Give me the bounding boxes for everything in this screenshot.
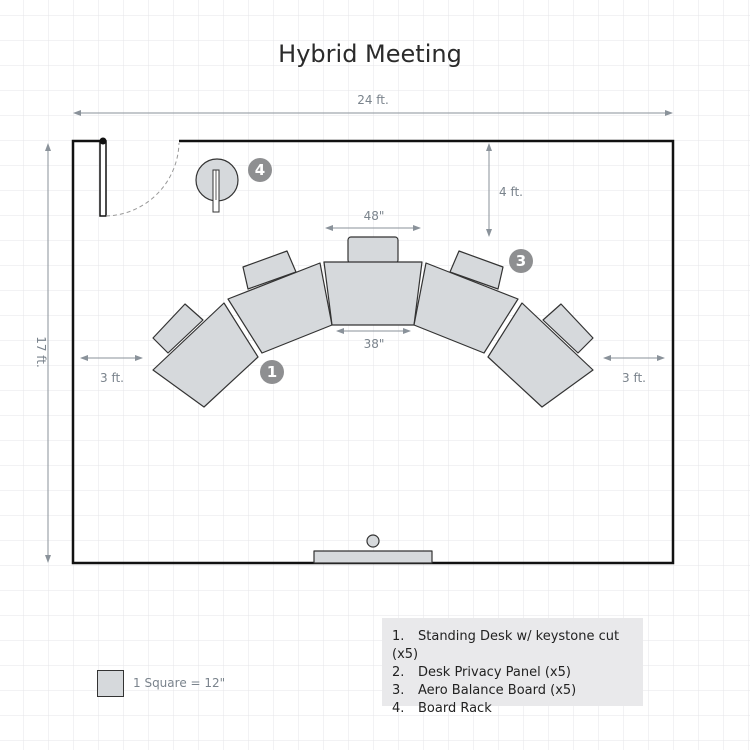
height-label: 17 ft. <box>34 336 48 368</box>
display-console <box>313 550 433 564</box>
top-clearance-label: 4 ft. <box>499 185 523 199</box>
door-swing <box>105 142 180 217</box>
scale-square <box>97 670 124 697</box>
door-hinge <box>99 137 107 145</box>
svg-text:4: 4 <box>255 161 265 179</box>
scale-label: 1 Square = 12" <box>133 676 226 690</box>
legend: 1.Standing Desk w/ keystone cut (x5) 2.D… <box>382 618 643 716</box>
right-clearance-label: 3 ft. <box>622 371 646 385</box>
legend-item: 4.Board Rack <box>392 701 492 716</box>
desk-inner-label: 38" <box>364 337 385 351</box>
legend-item: 1.Standing Desk w/ keystone cut (x5) <box>392 629 620 662</box>
width-label: 24 ft. <box>357 93 389 107</box>
legend-item: 2.Desk Privacy Panel (x5) <box>392 665 571 680</box>
legend-item: 3.Aero Balance Board (x5) <box>392 683 577 698</box>
standing-desks <box>152 261 594 408</box>
badge-3: 3 <box>509 249 533 273</box>
board-rack <box>195 158 239 213</box>
svg-text:3: 3 <box>516 252 526 270</box>
desk-outer-label: 48" <box>364 209 385 223</box>
diagram-title: Hybrid Meeting <box>278 40 462 68</box>
door <box>99 140 107 217</box>
badge-1: 1 <box>260 360 284 384</box>
privacy-panels <box>152 236 594 354</box>
left-clearance-label: 3 ft. <box>100 371 124 385</box>
camera <box>366 534 380 548</box>
badge-4: 4 <box>248 158 272 182</box>
svg-text:1: 1 <box>267 363 277 381</box>
